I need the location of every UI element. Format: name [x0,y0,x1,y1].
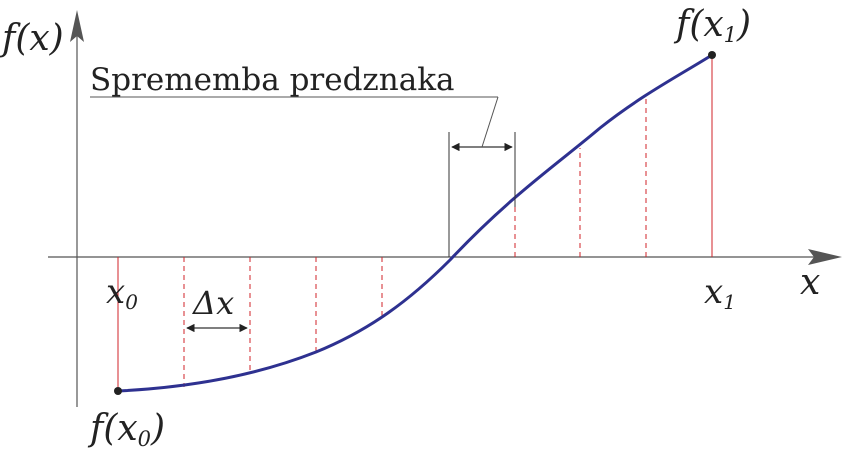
f-x1-point [708,51,716,59]
f-x1-label: f(x1) [673,4,751,47]
function-curve [117,53,713,393]
sign-change-leader [481,96,499,148]
delta-x-label: Δx [191,284,234,322]
x0-label: x0 [106,272,138,314]
x-axis-arrowhead [808,249,842,265]
x-axis-label: x [800,262,820,303]
step-lines [183,98,647,387]
x1-label: x1 [704,272,736,314]
y-axis-arrowhead [70,10,84,42]
f-x0-point [114,387,122,395]
sign-change-label: Sprememba predznaka [90,62,454,98]
f-x0-label: f(x0) [87,408,165,449]
y-axis-label: f(x) [0,18,64,59]
